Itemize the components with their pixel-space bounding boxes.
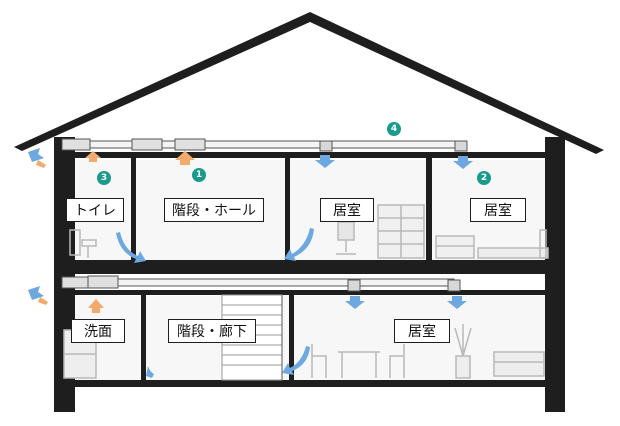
duct-lower (61, 275, 461, 292)
roof (14, 12, 604, 154)
duct-upper (61, 138, 468, 152)
marker-3: 3 (97, 171, 111, 185)
partitions (131, 158, 432, 380)
room-label-living-lower: 居室 (394, 319, 450, 343)
exhaust-arrows (36, 151, 195, 313)
floors (54, 152, 565, 387)
room-label-washroom: 洗面 (71, 319, 125, 343)
room-label-toilet: トイレ (66, 198, 124, 222)
room-label-stairs-corridor: 階段・廊下 (168, 319, 256, 343)
marker-4: 4 (387, 122, 401, 136)
room-label-living-upper-2: 居室 (470, 198, 526, 222)
room-label-stairs-hall: 階段・ホール (164, 198, 264, 222)
marker-2: 2 (477, 171, 491, 185)
room-label-living-upper-1: 居室 (320, 198, 374, 222)
marker-1: 1 (192, 168, 206, 182)
supply-arrows (28, 148, 473, 378)
staircase (221, 294, 283, 381)
